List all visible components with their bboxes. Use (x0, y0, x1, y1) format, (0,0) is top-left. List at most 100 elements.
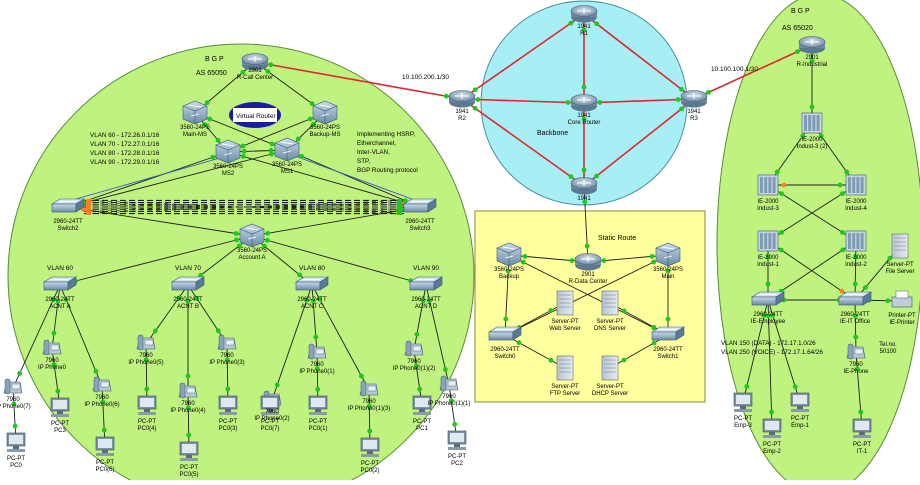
virtual-router-badge: Virtual Router (229, 102, 281, 128)
industrial-vlan-note: VLAN 150 (DATA) - 172.17.1.0/26 VLAN 250… (721, 340, 823, 356)
ms1-label: MS1 (281, 169, 294, 175)
port-indicator (17, 371, 23, 376)
r-call-device[interactable] (241, 53, 269, 71)
pc-a3-device[interactable] (95, 436, 115, 456)
emp2-device[interactable] (762, 418, 782, 438)
ph-a2-device[interactable] (42, 339, 62, 356)
pc-b1-device[interactable] (137, 395, 157, 415)
indust3-2-device[interactable] (801, 112, 823, 134)
ie-it-device[interactable] (837, 291, 873, 306)
ph-d2-label: 7960 (442, 394, 456, 400)
telno-label: Tel.no. (879, 342, 897, 348)
acct-a-label: ACNT A (49, 304, 71, 310)
switch0-label: Switch0 (494, 354, 516, 360)
switch0-device[interactable] (487, 326, 523, 341)
r1-device[interactable] (570, 5, 598, 23)
link-ms1-switch3 (286, 149, 421, 208)
pc-c3-device[interactable] (360, 437, 380, 457)
port-indicator (51, 330, 57, 336)
pc-a1-device[interactable] (6, 432, 26, 452)
ph-b2-device[interactable] (217, 334, 237, 351)
dc-backup-device[interactable] (496, 242, 522, 267)
pc-b2-device[interactable] (218, 395, 238, 415)
core-device[interactable] (570, 94, 598, 112)
pc-b3-device[interactable] (179, 441, 199, 461)
r-ind-device[interactable] (798, 36, 826, 54)
port-indicator (779, 191, 784, 196)
link-account_a-acct_a (59, 235, 253, 286)
port-indicator (268, 62, 274, 68)
ph-c3-device[interactable] (359, 380, 379, 397)
account-a-device[interactable] (239, 223, 265, 248)
acct-b-label: ACNT B (177, 304, 199, 310)
link-indust3_2-indust3 (767, 122, 813, 186)
ph-d2-device[interactable] (439, 375, 459, 392)
indust2-device[interactable] (845, 230, 867, 252)
emp3-device[interactable] (733, 392, 753, 412)
indust1-device[interactable] (757, 230, 779, 252)
pc-c1-device[interactable] (260, 395, 280, 415)
vlan-note-line: VLAN 70 - 172.27.0.1/16 (90, 141, 160, 148)
ms2-device[interactable] (215, 139, 241, 164)
ie-phone-device[interactable] (846, 343, 866, 360)
it1-label: PC-PT (853, 442, 871, 448)
link-acct_c-ph_c2 (271, 284, 313, 401)
main-ms-device[interactable] (182, 100, 208, 125)
link-acct_c-ph_c3 (311, 284, 370, 391)
switch1-device[interactable] (650, 326, 686, 341)
port-indicator (565, 100, 571, 105)
ph-a1-device[interactable] (3, 378, 23, 395)
dns-device[interactable] (601, 290, 619, 316)
port-indicator (706, 89, 711, 95)
switch3-device[interactable] (402, 198, 438, 213)
port-indicator (265, 230, 271, 236)
ftp-device[interactable] (556, 355, 574, 381)
bgp-label-industrial: B G P (791, 8, 810, 15)
r-data-device[interactable] (574, 253, 602, 271)
web-device[interactable] (556, 290, 574, 316)
port-indicator (240, 143, 246, 149)
dns-label: Server-PT (596, 319, 624, 325)
ph-d1-device[interactable] (404, 340, 424, 357)
bgp-label-call-center: B G P (205, 56, 224, 63)
r2-device[interactable] (448, 90, 476, 108)
acct-a-device[interactable] (42, 276, 78, 291)
acct-d-device[interactable] (408, 276, 444, 291)
dc-main-device[interactable] (655, 242, 681, 267)
link-r_data-dc_main (587, 254, 669, 263)
it1-device[interactable] (852, 418, 872, 438)
pc-a2-device[interactable] (50, 397, 70, 417)
switch2-device[interactable] (50, 198, 86, 213)
ph-b3-device[interactable] (178, 382, 198, 399)
port-indicator (265, 237, 270, 243)
r-bottom-device[interactable] (570, 177, 598, 195)
ie-emp-label: IE-Employee (751, 319, 786, 325)
port-indicator (427, 298, 432, 303)
port-indicator (144, 386, 150, 392)
core-label: 1941 (577, 113, 591, 119)
ph-a3-device[interactable] (92, 376, 112, 393)
ph-c1-device[interactable] (307, 343, 327, 360)
r3-device[interactable] (680, 90, 708, 108)
emp1-device[interactable] (790, 392, 810, 412)
ie-emp-device[interactable] (750, 291, 786, 306)
acct-b-device[interactable] (170, 276, 206, 291)
dhcp-device[interactable] (601, 355, 619, 381)
pc-c2-device[interactable] (308, 395, 328, 415)
ph-b1-device[interactable] (136, 334, 156, 351)
acct-c-device[interactable] (294, 276, 330, 291)
ms1-device[interactable] (274, 137, 300, 162)
port-indicator (516, 340, 522, 346)
ph-b3-label: IP Phone0(4) (170, 408, 205, 414)
port-indicator (413, 363, 419, 369)
r3-label: 1941 (687, 109, 701, 115)
backup-ms-device[interactable] (312, 100, 338, 125)
pc-d1-device[interactable] (412, 395, 432, 415)
fileserver-device[interactable] (891, 233, 909, 259)
pc-d2-device[interactable] (447, 430, 467, 450)
indust4-device[interactable] (845, 174, 867, 196)
r-ind-label: 2901 (805, 55, 819, 61)
indust3-device[interactable] (757, 174, 779, 196)
printer-device[interactable] (891, 290, 913, 308)
